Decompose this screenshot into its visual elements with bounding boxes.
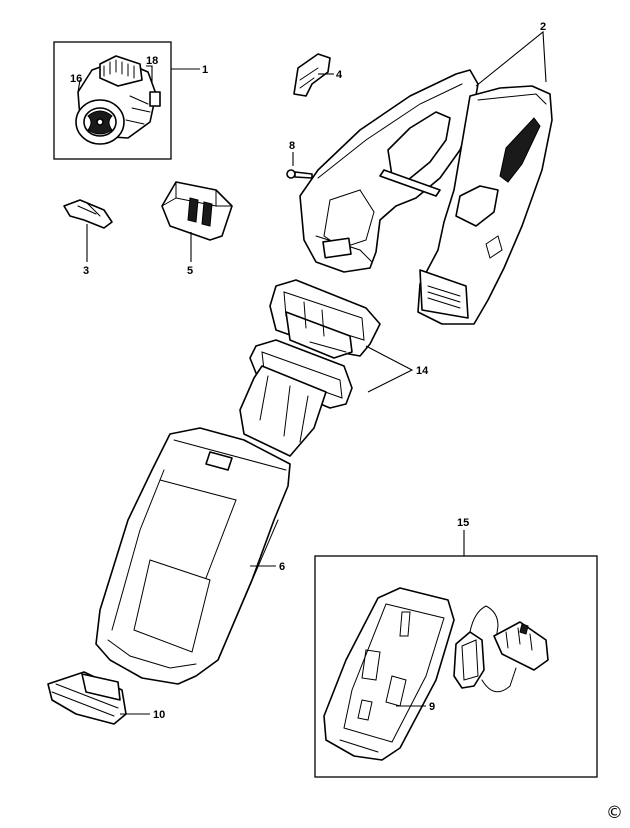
charger-box	[314, 555, 598, 778]
callout-9: 9	[429, 701, 435, 713]
callout-8: 8	[289, 140, 295, 152]
callout-15: 15	[457, 517, 469, 529]
callout-labels: 1 2 3 4 5 6 8 9 10 14 15 16 18	[70, 21, 546, 721]
part-14-filter-set	[239, 279, 414, 457]
callout-18: 18	[146, 55, 158, 67]
callout-5: 5	[187, 265, 193, 277]
callout-6: 6	[279, 561, 285, 573]
part-2-housing	[299, 30, 553, 325]
part-8-screw	[286, 152, 313, 179]
copyright-symbol: ©	[606, 803, 623, 823]
callout-16: 16	[70, 73, 82, 85]
part-3-clip	[63, 199, 113, 262]
callout-3: 3	[83, 265, 89, 277]
part-6-dust-bowl	[95, 427, 291, 685]
part-1-motor-assembly	[53, 41, 200, 160]
callout-4: 4	[336, 69, 343, 81]
callout-10: 10	[153, 709, 165, 721]
callout-1: 1	[202, 64, 208, 76]
part-10-prefilter	[47, 671, 150, 725]
callout-14: 14	[416, 365, 429, 377]
part-4-latch	[293, 53, 334, 97]
part-15-charger-kit	[314, 530, 598, 778]
motor-inset-box	[53, 41, 172, 160]
callout-2: 2	[540, 21, 546, 33]
part-5-switch	[161, 181, 233, 262]
